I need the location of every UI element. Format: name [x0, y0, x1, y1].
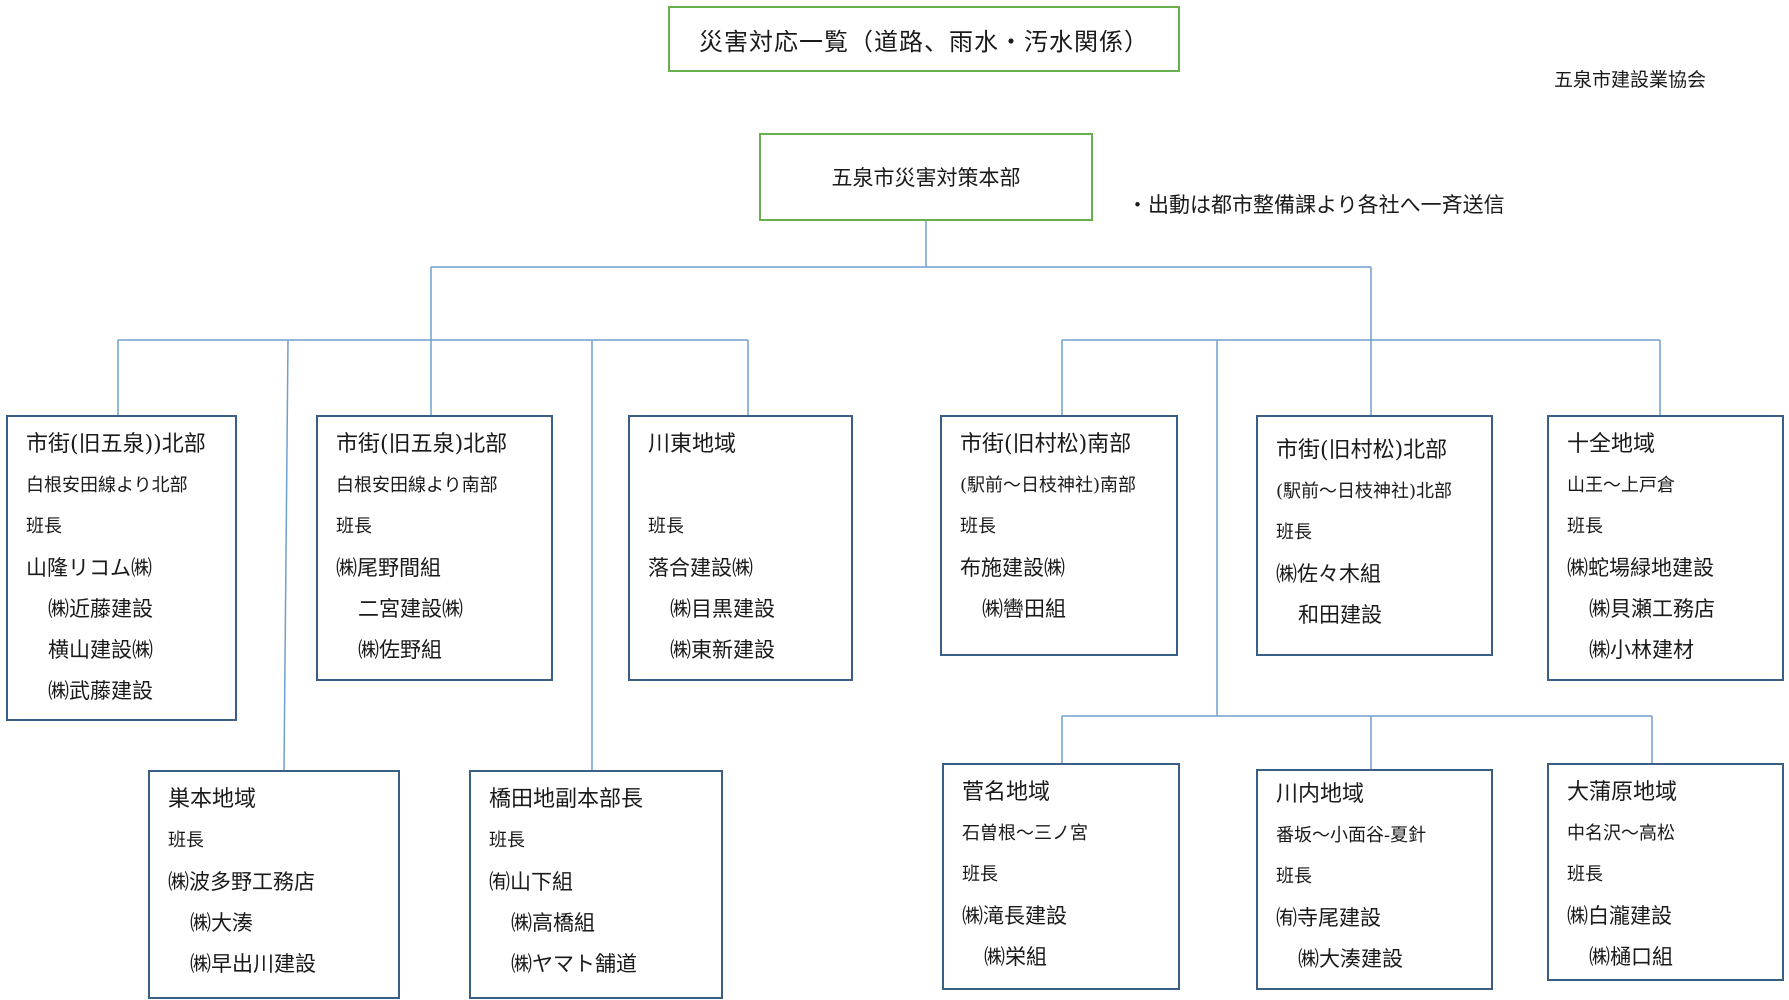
- area-box-hashida: 橋田地副本部長 班長 ㈲山下組 ㈱高橋組 ㈱ヤマト舗道: [469, 770, 723, 999]
- area-subtitle: [648, 470, 851, 511]
- company-name: ㈱佐野組: [358, 638, 442, 662]
- company-name: ㈱大湊建設: [1298, 947, 1403, 971]
- company-name: ㈱東新建設: [670, 638, 775, 662]
- area-name: 菅名地域: [962, 780, 1051, 805]
- chief-label: 班長: [26, 516, 62, 537]
- area-box-okanbara: 大蒲原地域 中名沢～高松 班長 ㈱白瀧建設 ㈱樋口組: [1547, 763, 1784, 981]
- company-name: ㈱目黒建設: [670, 597, 775, 621]
- area-box-muramatsu-south: 市街(旧村松)南部 (駅前～日枝神社)南部 班長 布施建設㈱ ㈱轡田組: [940, 415, 1178, 656]
- headquarters-box: 五泉市災害対策本部: [759, 133, 1093, 221]
- area-subtitle: (駅前～日枝神社)南部: [960, 475, 1137, 496]
- chief-label: 班長: [336, 516, 372, 537]
- area-subtitle: 中名沢～高松: [1567, 823, 1675, 844]
- company-name: ㈱樋口組: [1589, 945, 1673, 969]
- area-box-sugana: 菅名地域 石曽根～三ノ宮 班長 ㈱滝長建設 ㈱栄組: [942, 763, 1180, 990]
- chief-label: 班長: [1567, 864, 1603, 885]
- dispatch-note: ・出動は都市整備課より各社へ一斉送信: [1127, 193, 1505, 217]
- area-box-kawahigashi: 川東地域 班長 落合建設㈱ ㈱目黒建設 ㈱東新建設: [628, 415, 853, 681]
- company-name: ㈱早出川建設: [190, 952, 316, 976]
- company-name: 落合建設㈱: [648, 556, 753, 580]
- company-name: ㈱轡田組: [982, 597, 1066, 621]
- area-name: 橋田地副本部長: [489, 787, 644, 812]
- company-name: 布施建設㈱: [960, 556, 1065, 580]
- area-name: 川東地域: [648, 432, 737, 457]
- company-name: ㈱高橋組: [511, 911, 595, 935]
- area-name: 市街(旧五泉)北部: [336, 432, 508, 457]
- area-box-kawauchi: 川内地域 番坂～小面谷-夏針 班長 ㈲寺尾建設 ㈱大湊建設: [1256, 769, 1493, 990]
- company-name: ㈱武藤建設: [48, 679, 153, 703]
- area-name: 巣本地域: [168, 787, 257, 812]
- company-name: 二宮建設㈱: [358, 597, 463, 621]
- company-name: ㈱近藤建設: [48, 597, 153, 621]
- company-name: ㈱ヤマト舗道: [511, 952, 637, 976]
- chief-label: 班長: [168, 830, 204, 851]
- association-name: 五泉市建設業協会: [1554, 69, 1707, 91]
- company-name: 山隆リコム㈱: [26, 556, 152, 580]
- company-name: ㈱尾野間組: [336, 556, 441, 580]
- area-name: 大蒲原地域: [1567, 780, 1678, 805]
- chief-label: 班長: [1567, 516, 1603, 537]
- chief-label: 班長: [489, 830, 525, 851]
- area-box-muramatsu-north: 市街(旧村松)北部 (駅前～日枝神社)北部 班長 ㈱佐々木組 和田建設: [1256, 415, 1493, 656]
- company-name: 横山建設㈱: [48, 638, 153, 662]
- company-name: ㈱滝長建設: [962, 904, 1067, 928]
- area-subtitle: 白根安田線より北部: [26, 475, 188, 496]
- area-box-gosen-north-2: 市街(旧五泉)北部 白根安田線より南部 班長 ㈱尾野間組 二宮建設㈱ ㈱佐野組: [316, 415, 553, 681]
- company-name: 和田建設: [1298, 603, 1382, 627]
- company-name: ㈲山下組: [489, 870, 573, 894]
- chief-label: 班長: [1276, 522, 1312, 543]
- area-box-sumoto: 巣本地域 班長 ㈱波多野工務店 ㈱大湊 ㈱早出川建設: [148, 770, 400, 999]
- area-box-jusen: 十全地域 山王～上戸倉 班長 ㈱蛇場緑地建設 ㈱貝瀬工務店 ㈱小林建材: [1547, 415, 1784, 681]
- area-subtitle: 石曽根～三ノ宮: [962, 823, 1088, 844]
- company-name: ㈱波多野工務店: [168, 870, 315, 894]
- area-box-gosen-north-1: 市街(旧五泉))北部 白根安田線より北部 班長 山隆リコム㈱ ㈱近藤建設 横山建…: [6, 415, 237, 721]
- company-name: ㈱栄組: [984, 945, 1047, 969]
- area-name: 市街(旧五泉))北部: [26, 432, 206, 457]
- company-name: ㈱小林建材: [1589, 638, 1694, 662]
- chief-label: 班長: [648, 516, 684, 537]
- area-subtitle: 番坂～小面谷-夏針: [1276, 825, 1427, 846]
- company-name: ㈱蛇場緑地建設: [1567, 556, 1714, 580]
- company-name: ㈱貝瀬工務店: [1589, 597, 1715, 621]
- area-name: 十全地域: [1567, 432, 1656, 457]
- chief-label: 班長: [1276, 866, 1312, 887]
- company-name: ㈱白瀧建設: [1567, 904, 1672, 928]
- company-name: ㈱大湊: [190, 911, 253, 935]
- area-name: 川内地域: [1276, 782, 1365, 807]
- area-name: 市街(旧村松)南部: [960, 432, 1132, 457]
- company-name: ㈱佐々木組: [1276, 562, 1381, 586]
- company-name: ㈲寺尾建設: [1276, 906, 1381, 930]
- area-subtitle: 山王～上戸倉: [1567, 475, 1675, 496]
- chief-label: 班長: [960, 516, 996, 537]
- area-name: 市街(旧村松)北部: [1276, 438, 1448, 463]
- area-subtitle: 白根安田線より南部: [336, 475, 498, 496]
- area-subtitle: (駅前～日枝神社)北部: [1276, 481, 1453, 502]
- page-title: 災害対応一覧（道路、雨水・汚水関係）: [668, 6, 1180, 72]
- chief-label: 班長: [962, 864, 998, 885]
